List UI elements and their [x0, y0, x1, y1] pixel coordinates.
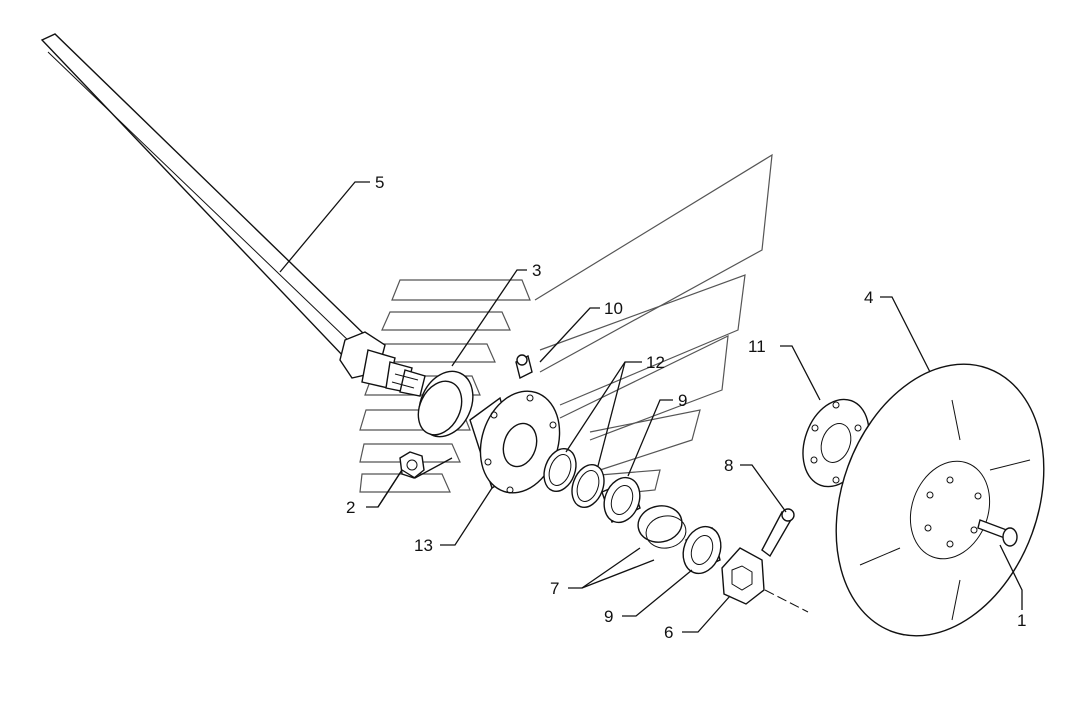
circlips: [637, 505, 687, 549]
callout-5: 5: [375, 173, 384, 192]
disc-blade: [835, 363, 1045, 637]
callout-6: 6: [664, 623, 673, 642]
axle-shaft: [40, 33, 426, 397]
callout-13: 13: [414, 536, 433, 555]
callout-9-lower: 9: [604, 607, 613, 626]
bolt: [977, 519, 1018, 547]
callout-labels: 5 3 10 12 9 11 4 8 2 13 7 9 6 1: [346, 173, 1026, 642]
callout-12: 12: [646, 353, 665, 372]
castle-nut: [721, 547, 765, 605]
callout-2: 2: [346, 498, 355, 517]
hex-nut: [399, 451, 425, 479]
callout-11: 11: [748, 337, 766, 356]
cotter-pin: [761, 508, 795, 558]
callout-4: 4: [864, 288, 873, 307]
callout-9-upper: 9: [678, 391, 687, 410]
callout-1: 1: [1017, 611, 1026, 630]
callout-3: 3: [532, 261, 541, 280]
bearing-inner: [601, 476, 641, 524]
callout-10: 10: [604, 299, 623, 318]
bearing-outer: [682, 525, 722, 575]
watermark-logo: [359, 153, 773, 496]
leader-lines: [279, 181, 1023, 633]
wheel-hub: [469, 390, 561, 494]
callout-7: 7: [550, 579, 559, 598]
seal-rings: [543, 447, 605, 509]
callout-8: 8: [724, 456, 733, 475]
grease-nipple: [515, 354, 533, 380]
seal-ring: [417, 370, 474, 438]
